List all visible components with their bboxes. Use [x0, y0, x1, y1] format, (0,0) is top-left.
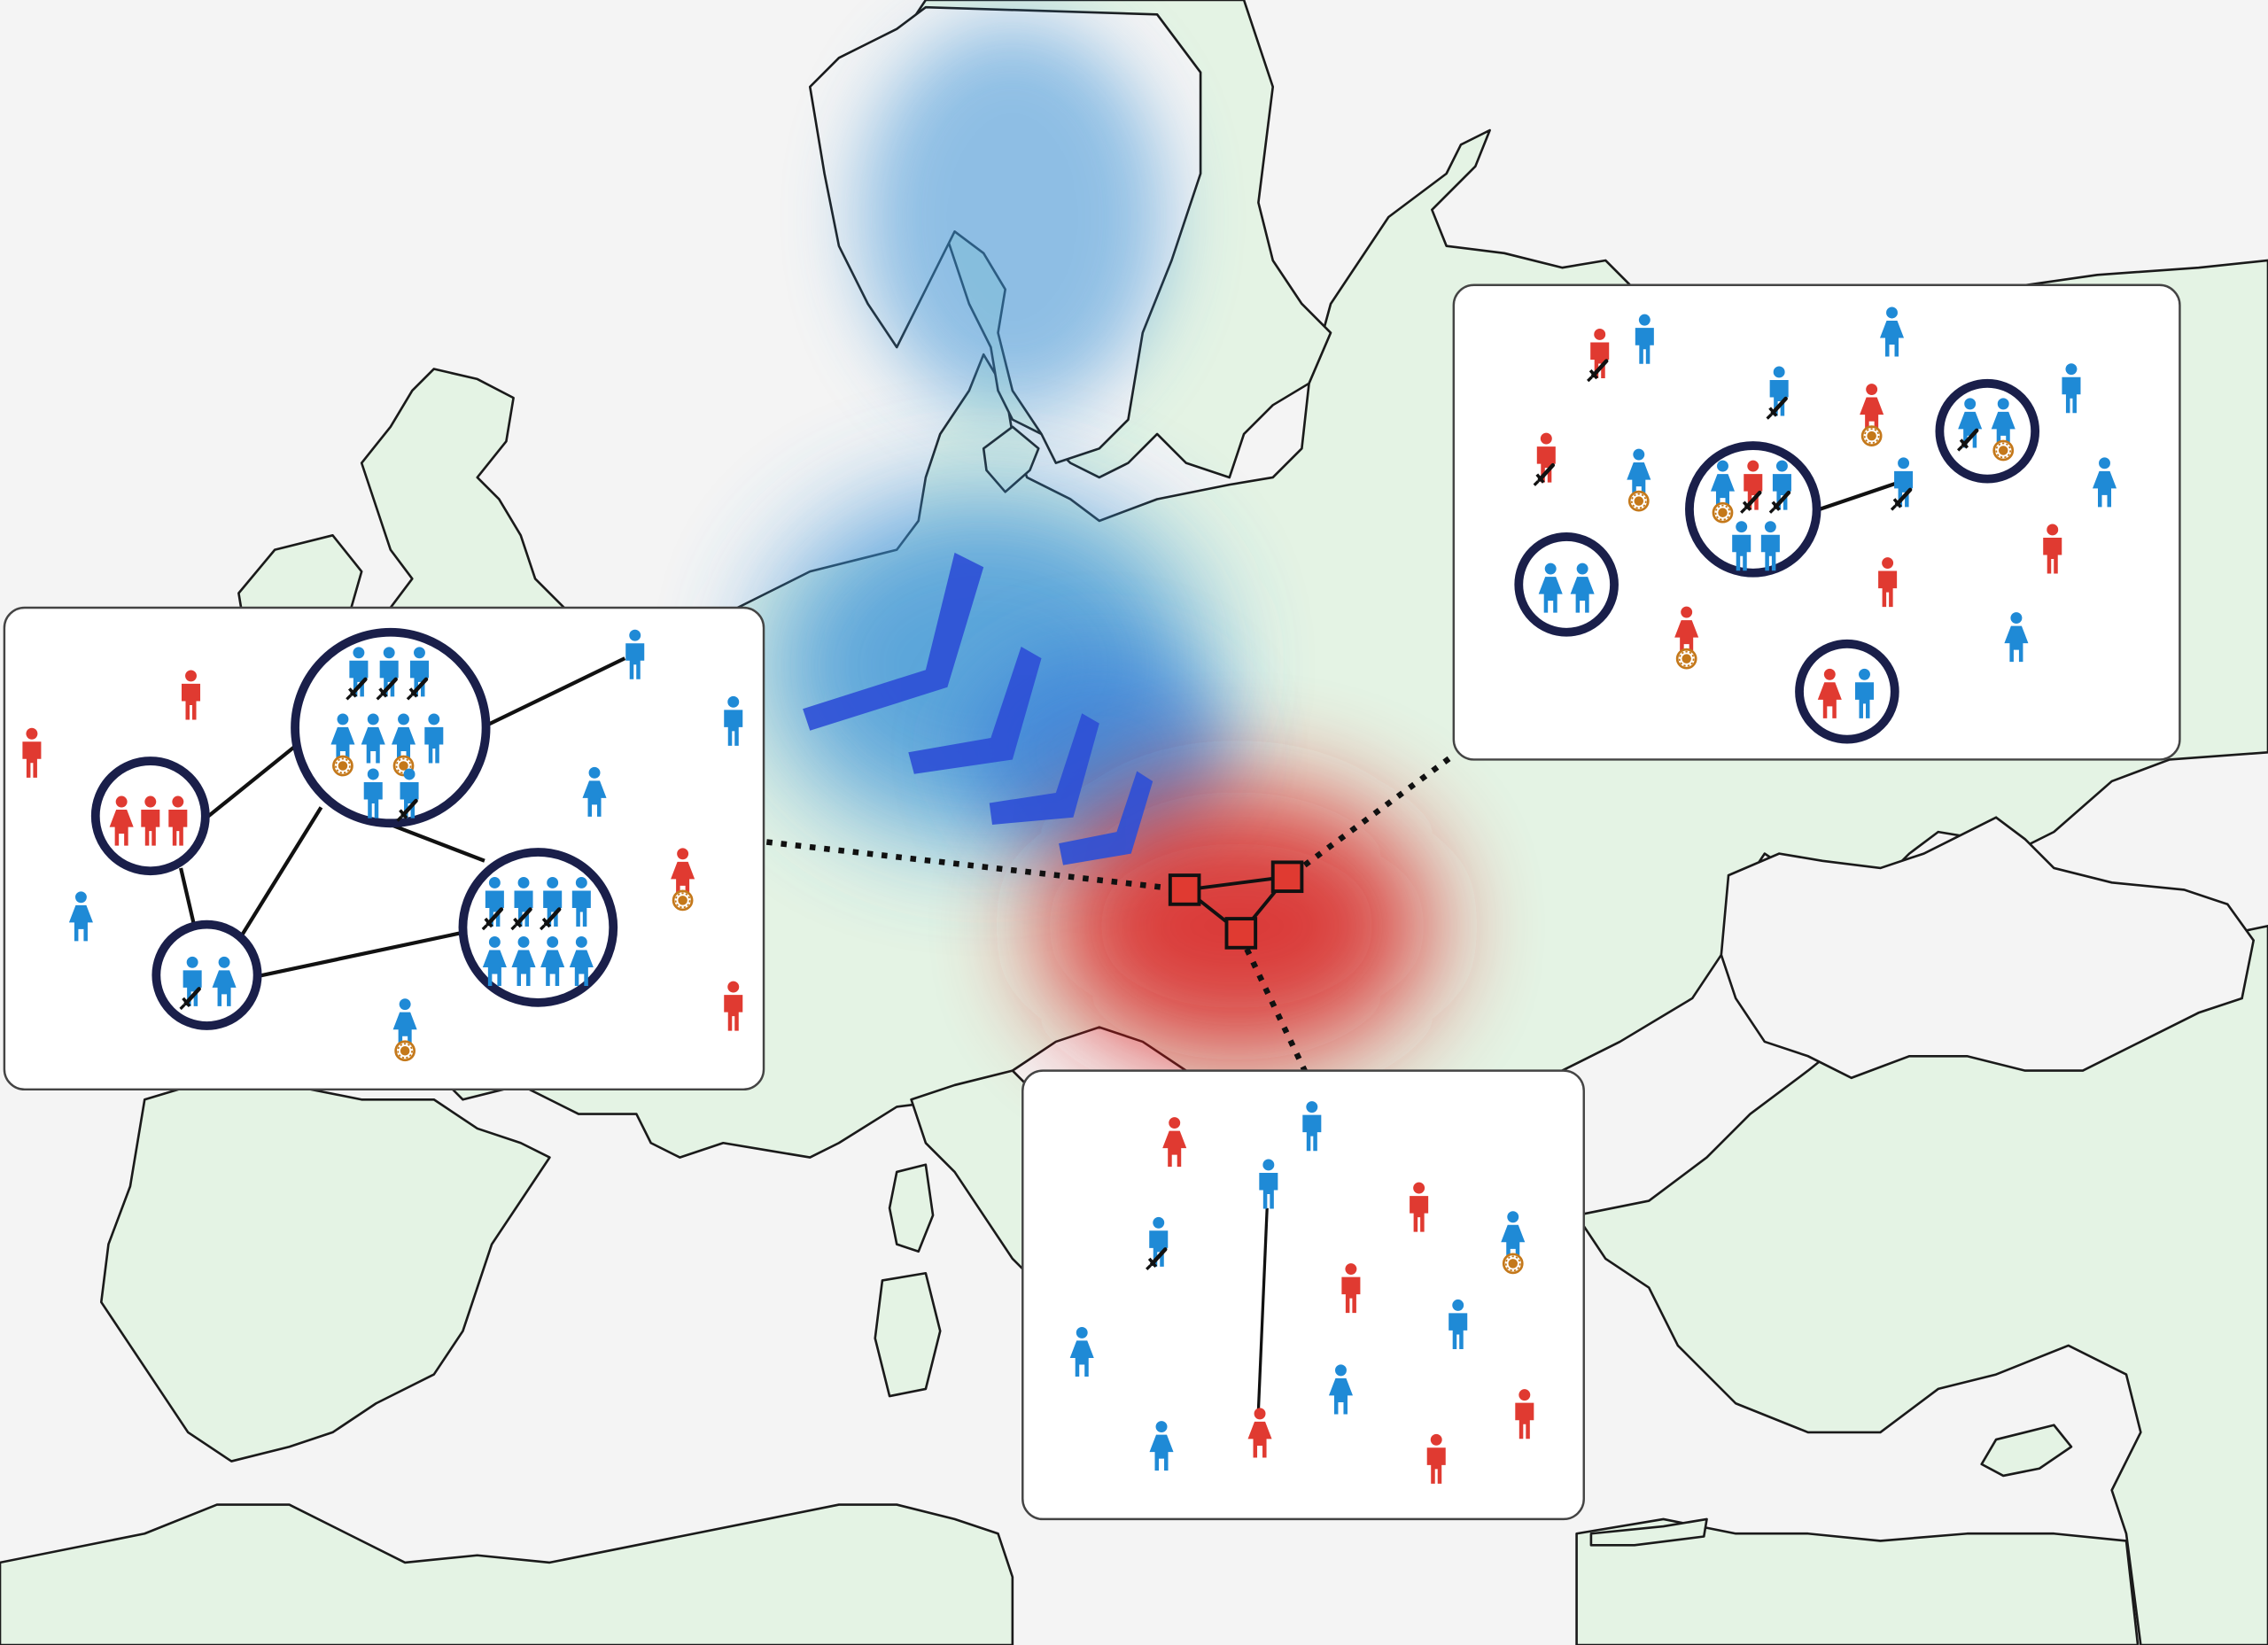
brooch-icon [1860, 425, 1883, 446]
site-node[interactable] [1224, 917, 1258, 950]
land-africa-east [1575, 1517, 2140, 1645]
group-circle [1795, 639, 1899, 744]
kin-link [1819, 479, 1901, 511]
land-north-africa [0, 1503, 1014, 1645]
site-connectors [765, 752, 1456, 1075]
northeast-panel[interactable] [1452, 283, 2181, 761]
site-links [1181, 874, 1292, 936]
chevron-arrow-icon [1059, 771, 1153, 865]
land-gotland [982, 425, 1040, 493]
land-iberia [99, 1076, 551, 1463]
group-circle [1935, 378, 2040, 484]
glow-layer [766, 21, 1433, 1064]
chevron-arrow-icon [803, 552, 984, 731]
site-node[interactable] [1168, 873, 1201, 906]
connector-northeast [1302, 752, 1456, 868]
brooch-icon [672, 889, 694, 912]
group-circle [1514, 532, 1619, 637]
land-sardinia [874, 1271, 942, 1398]
connector-west [765, 839, 1172, 892]
land-crete [1589, 1517, 1708, 1547]
brooch-icon [1992, 439, 2015, 462]
group-circle [151, 919, 262, 1030]
black-sea [1720, 816, 2256, 1080]
chevron-arrow-icon [908, 647, 1042, 774]
land-corsica [888, 1163, 935, 1253]
chevron-arrow-icon [989, 713, 1099, 825]
brooch-icon [1675, 648, 1697, 670]
brooch-icon [1712, 501, 1734, 524]
panel-frame [1021, 1069, 1585, 1521]
glow-blue-north [860, 21, 1165, 413]
brooch-icon [1502, 1253, 1524, 1275]
west-panel[interactable] [3, 606, 765, 1091]
south-panel[interactable] [1021, 1069, 1585, 1521]
migration-arrows [803, 552, 1153, 865]
brooch-icon [1627, 490, 1650, 512]
site-node[interactable] [1270, 860, 1304, 894]
brooch-icon [394, 1040, 416, 1062]
land-cyprus [1980, 1424, 2073, 1478]
kin-links [179, 656, 626, 979]
site-triangle [1168, 860, 1304, 950]
brooch-icon [332, 755, 353, 777]
kin-link [1256, 1207, 1269, 1411]
